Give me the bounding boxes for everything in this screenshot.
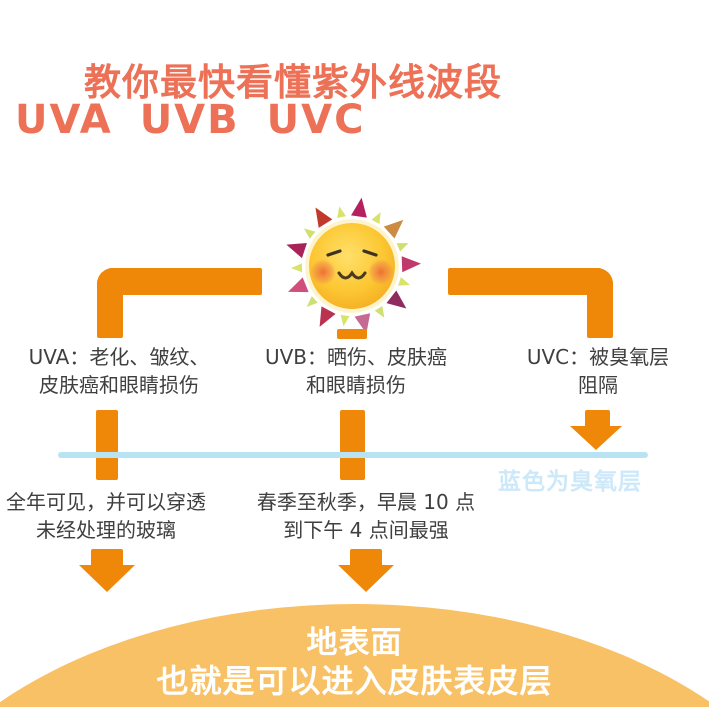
uva-description-line2: 皮肤癌和眼睛损伤	[39, 373, 199, 397]
uvb-note: 春季至秋季，早晨 10 点 到下午 4 点间最强	[253, 488, 479, 544]
bottom-white-strip	[0, 707, 709, 716]
uvc-description-line2: 阻隔	[578, 373, 618, 397]
uva-vertical-bar-middle	[96, 410, 118, 480]
uvc-arrow-down-icon	[570, 426, 622, 450]
sun-eye-left	[326, 249, 342, 257]
uva-arrow-down-icon	[79, 565, 135, 592]
sun-cheek-right	[368, 259, 394, 285]
band-label-uvb: UVB	[139, 97, 240, 143]
uvb-description: UVB：晒伤、皮肤癌 和眼睛损伤	[236, 343, 476, 399]
sun-rays	[286, 197, 421, 334]
uvb-note-line1: 春季至秋季，早晨 10 点	[256, 490, 476, 514]
uvb-vertical-bar-middle	[340, 410, 365, 480]
sun-mouth	[337, 270, 367, 280]
uva-note-line2: 未经处理的玻璃	[36, 518, 176, 542]
uvb-arrow-down-icon	[338, 565, 394, 592]
band-labels: UVA UVB UVC	[15, 97, 365, 143]
uva-note: 全年可见，并可以穿透 未经处理的玻璃	[0, 488, 212, 544]
uvb-bar-stub	[337, 329, 367, 339]
ground-label-line2: 也就是可以进入皮肤表皮层	[156, 662, 553, 700]
ozone-layer-label: 蓝色为臭氧层	[498, 469, 642, 495]
ozone-layer-line	[58, 452, 648, 458]
uvb-note-line2: 到下午 4 点间最强	[283, 518, 449, 542]
uva-note-line1: 全年可见，并可以穿透	[6, 490, 206, 514]
uvb-description-line1: UVB：晒伤、皮肤癌	[264, 345, 448, 369]
uva-arrow-stem	[91, 549, 123, 567]
band-label-uva: UVA	[15, 97, 113, 143]
band-label-uvc: UVC	[266, 97, 366, 143]
uvb-description-line2: 和眼睛损伤	[306, 373, 406, 397]
uvc-description: UVC：被臭氧层 阻隔	[478, 343, 709, 399]
uva-description: UVA：老化、皱纹、 皮肤癌和眼睛损伤	[0, 343, 238, 399]
sun-icon	[277, 191, 427, 341]
sun-svg	[286, 197, 421, 334]
uvb-arrow-stem	[350, 549, 382, 567]
uva-horizontal-bar	[97, 268, 262, 295]
page-title: 教你最快看懂紫外线波段	[84, 61, 502, 104]
sun-body	[309, 223, 395, 309]
uvc-horizontal-bar	[448, 268, 613, 295]
uva-vertical-bar-top	[97, 268, 123, 338]
ground-label-line1: 地表面	[306, 625, 403, 661]
sun-cheek-left	[310, 259, 336, 285]
uvc-vertical-bar-top	[587, 268, 613, 338]
uva-description-line1: UVA：老化、皱纹、	[28, 345, 210, 369]
uvc-arrow-stem	[585, 410, 610, 428]
sun-eye-right	[362, 249, 378, 257]
uvc-description-line1: UVC：被臭氧层	[526, 345, 670, 369]
